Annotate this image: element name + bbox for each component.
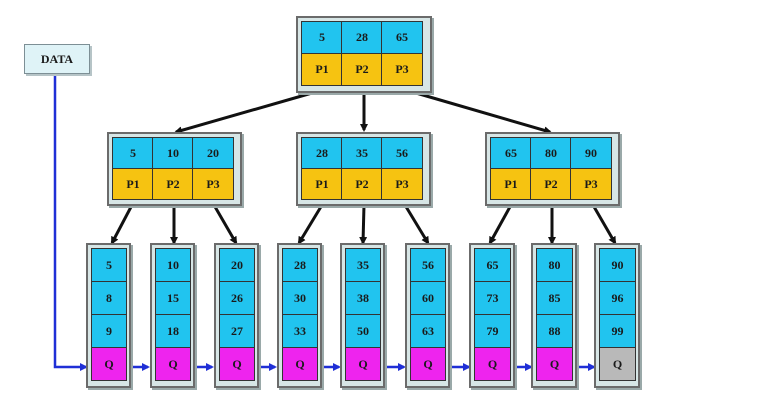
inner1-p3-arrow (212, 204, 238, 245)
inner2-p2-arrow (359, 204, 368, 245)
inner-node-1: 5 10 20 P1 P2 P3 (107, 132, 242, 206)
leaf7-key-3: 79 (474, 314, 511, 348)
leaf2-key-3: 18 (155, 314, 191, 348)
leaf8-next-link: Q (536, 347, 573, 381)
leaf-node-3: 20 26 27 Q (214, 243, 259, 388)
leaf3-key-1: 20 (219, 248, 255, 282)
leaf9-key-1: 90 (599, 248, 636, 282)
leaf9-next-link: Q (599, 347, 636, 381)
root-key-2: 28 (341, 21, 383, 54)
leaf8-key-3: 88 (536, 314, 573, 348)
inner3-pointer-3: P3 (570, 168, 612, 200)
root-pointer-2: P2 (341, 53, 383, 86)
inner2-pointer-3: P3 (381, 168, 423, 200)
inner2-p3-arrow (403, 204, 430, 245)
leaf7-key-1: 65 (474, 248, 511, 282)
leaf1-key-2: 8 (91, 281, 127, 315)
root-p1-arrow (174, 91, 313, 135)
leaf6-key-3: 63 (410, 314, 446, 348)
root-key-1: 5 (301, 21, 343, 54)
leaf4-key-3: 33 (282, 314, 318, 348)
leaf-node-5: 35 38 50 Q (340, 243, 385, 388)
inner-node-3: 65 80 90 P1 P2 P3 (485, 132, 620, 206)
leaf8-key-1: 80 (536, 248, 573, 282)
root-node: 5 28 65 P1 P2 P3 (296, 16, 432, 93)
inner1-key-2: 10 (152, 137, 194, 169)
inner3-key-2: 80 (530, 137, 572, 169)
leaf4-next-link: Q (282, 347, 318, 381)
leaf-node-9: 90 96 99 Q (594, 243, 640, 388)
root-p3-arrow (415, 91, 552, 135)
leaf-node-7: 65 73 79 Q (469, 243, 515, 388)
data-feed-arrow (53, 72, 88, 371)
inner3-key-3: 90 (570, 137, 612, 169)
leaf6-key-2: 60 (410, 281, 446, 315)
inner2-key-1: 28 (301, 137, 343, 169)
inner1-p1-arrow (110, 204, 134, 245)
inner1-key-3: 20 (192, 137, 234, 169)
inner3-pointer-2: P2 (530, 168, 572, 200)
inner3-p1-arrow (488, 204, 513, 245)
inner1-pointer-1: P1 (112, 168, 154, 200)
inner1-key-1: 5 (112, 137, 154, 169)
inner2-key-2: 35 (341, 137, 383, 169)
leaf2-next-link: Q (155, 347, 191, 381)
inner3-key-1: 65 (490, 137, 532, 169)
data-label-box: DATA (24, 44, 90, 74)
leaf9-key-2: 96 (599, 281, 636, 315)
leaf1-key-1: 5 (91, 248, 127, 282)
leaf3-key-2: 26 (219, 281, 255, 315)
leaf5-key-3: 50 (345, 314, 381, 348)
leaf4-key-1: 28 (282, 248, 318, 282)
leaf1-next-link: Q (91, 347, 127, 381)
leaf3-key-3: 27 (219, 314, 255, 348)
inner1-pointer-3: P3 (192, 168, 234, 200)
leaf2-key-1: 10 (155, 248, 191, 282)
root-key-3: 65 (381, 21, 423, 54)
leaf7-key-2: 73 (474, 281, 511, 315)
leaf4-key-2: 30 (282, 281, 318, 315)
leaf-node-1: 5 8 9 Q (86, 243, 131, 388)
leaf1-key-3: 9 (91, 314, 127, 348)
leaf5-key-1: 35 (345, 248, 381, 282)
leaf6-next-link: Q (410, 347, 446, 381)
leaf6-key-1: 56 (410, 248, 446, 282)
leaf-node-6: 56 60 63 Q (405, 243, 450, 388)
leaf-node-4: 28 30 33 Q (277, 243, 322, 388)
leaf5-next-link: Q (345, 347, 381, 381)
inner1-pointer-2: P2 (152, 168, 194, 200)
inner2-pointer-1: P1 (301, 168, 343, 200)
leaf7-next-link: Q (474, 347, 511, 381)
inner3-p3-arrow (591, 204, 617, 245)
inner-node-2: 28 35 56 P1 P2 P3 (296, 132, 431, 206)
leaf-node-8: 80 85 88 Q (531, 243, 577, 388)
root-pointer-1: P1 (301, 53, 343, 86)
inner2-key-3: 56 (381, 137, 423, 169)
leaf9-key-3: 99 (599, 314, 636, 348)
leaf-node-2: 10 15 18 Q (150, 243, 195, 388)
leaf5-key-2: 38 (345, 281, 381, 315)
inner2-pointer-2: P2 (341, 168, 383, 200)
inner3-pointer-1: P1 (490, 168, 532, 200)
root-pointer-3: P3 (381, 53, 423, 86)
leaf3-next-link: Q (219, 347, 255, 381)
leaf8-key-2: 85 (536, 281, 573, 315)
leaf2-key-2: 15 (155, 281, 191, 315)
inner2-p1-arrow (297, 204, 324, 245)
